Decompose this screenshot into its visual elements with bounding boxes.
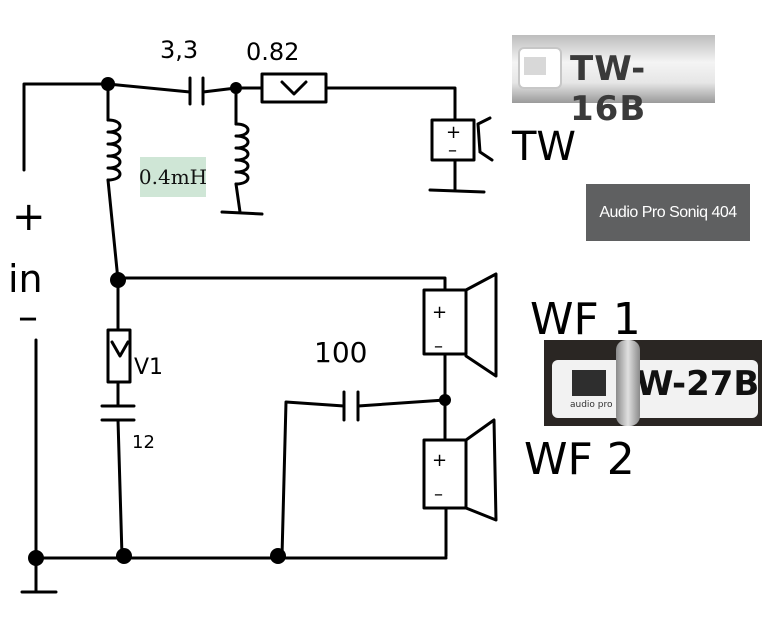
wf2-plus: + — [432, 450, 447, 471]
model-label: Audio Pro Soniq 404 — [599, 203, 737, 221]
wf1-minus: – — [434, 336, 443, 357]
wf1-plus: + — [432, 302, 447, 323]
inductor-main-coil — [106, 118, 122, 182]
model-label-box: Audio Pro Soniq 404 — [586, 184, 750, 241]
woofer1-label: WF 1 — [530, 294, 641, 345]
resistor-0-82 — [260, 72, 328, 104]
inductor-shunt-coil — [234, 122, 250, 186]
woofer2-label: WF 2 — [524, 434, 635, 485]
input-label: in — [8, 257, 43, 301]
woofer-photo-brand: audio pro — [570, 400, 613, 410]
tweeter-photo: TW-16B — [512, 35, 715, 129]
wire-woofer-feed — [116, 276, 447, 292]
inductor-value-label: 0.4mH — [138, 165, 208, 189]
cap-12-label: 12 — [132, 432, 155, 453]
wire-top-1 — [106, 82, 192, 94]
woofer-photo-text: W-27B — [636, 364, 760, 404]
cap-100-label: 100 — [314, 336, 367, 369]
input-minus-label: – — [18, 294, 38, 340]
inductor-value-box: 0.4mH — [138, 157, 208, 197]
tweeter-label: TW — [511, 124, 576, 170]
tweeter-symbol — [430, 118, 476, 162]
tw-plus: + — [446, 122, 461, 143]
input-plus-label: + — [12, 194, 46, 240]
wf2-minus: – — [434, 484, 443, 505]
tweeter-photo-text: TW-16B — [570, 49, 647, 129]
resistor-v1-label: V1 — [134, 355, 163, 380]
woofer-photo: audio pro W-27B — [544, 340, 762, 426]
wire-top-3 — [324, 86, 457, 122]
input-wire — [22, 82, 110, 172]
resistor-0-82-label: 0.82 — [246, 38, 299, 66]
tw-minus: – — [448, 140, 457, 161]
cap-3-3-label: 3,3 — [160, 36, 198, 64]
